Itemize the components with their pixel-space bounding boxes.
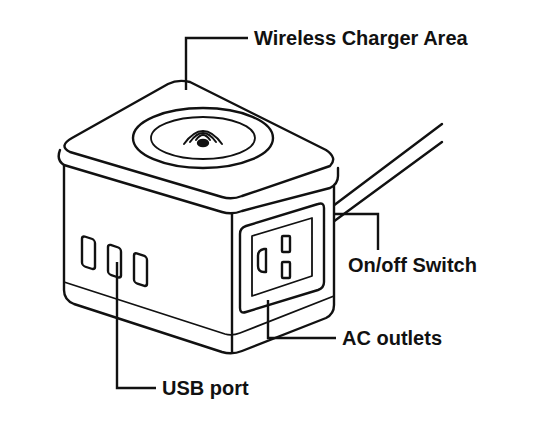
wireless-symbol [198,140,208,146]
callout-label: AC outlets [342,326,442,350]
base-band [64,282,334,335]
charger-pad [133,108,273,168]
usb-port [82,236,95,270]
top-face [64,81,333,198]
charger-pad [151,117,255,159]
outlet-slot [282,236,290,252]
ac-outlet [240,204,324,313]
leader-line [117,262,156,388]
usb-port [108,244,121,278]
power-cord [333,124,442,206]
leader-line [335,214,378,250]
callout-label: On/off Switch [348,253,477,277]
cube-edge [231,212,233,352]
outlet-slot [282,262,290,278]
callout-label: USB port [162,376,249,400]
outlet-ground [258,249,266,272]
ac-outlet [252,218,312,296]
leader-line [186,38,248,90]
power-cord [333,142,442,222]
leader-line [268,300,336,338]
usb-port [134,253,147,287]
callout-label: Wireless Charger Area [254,26,468,50]
